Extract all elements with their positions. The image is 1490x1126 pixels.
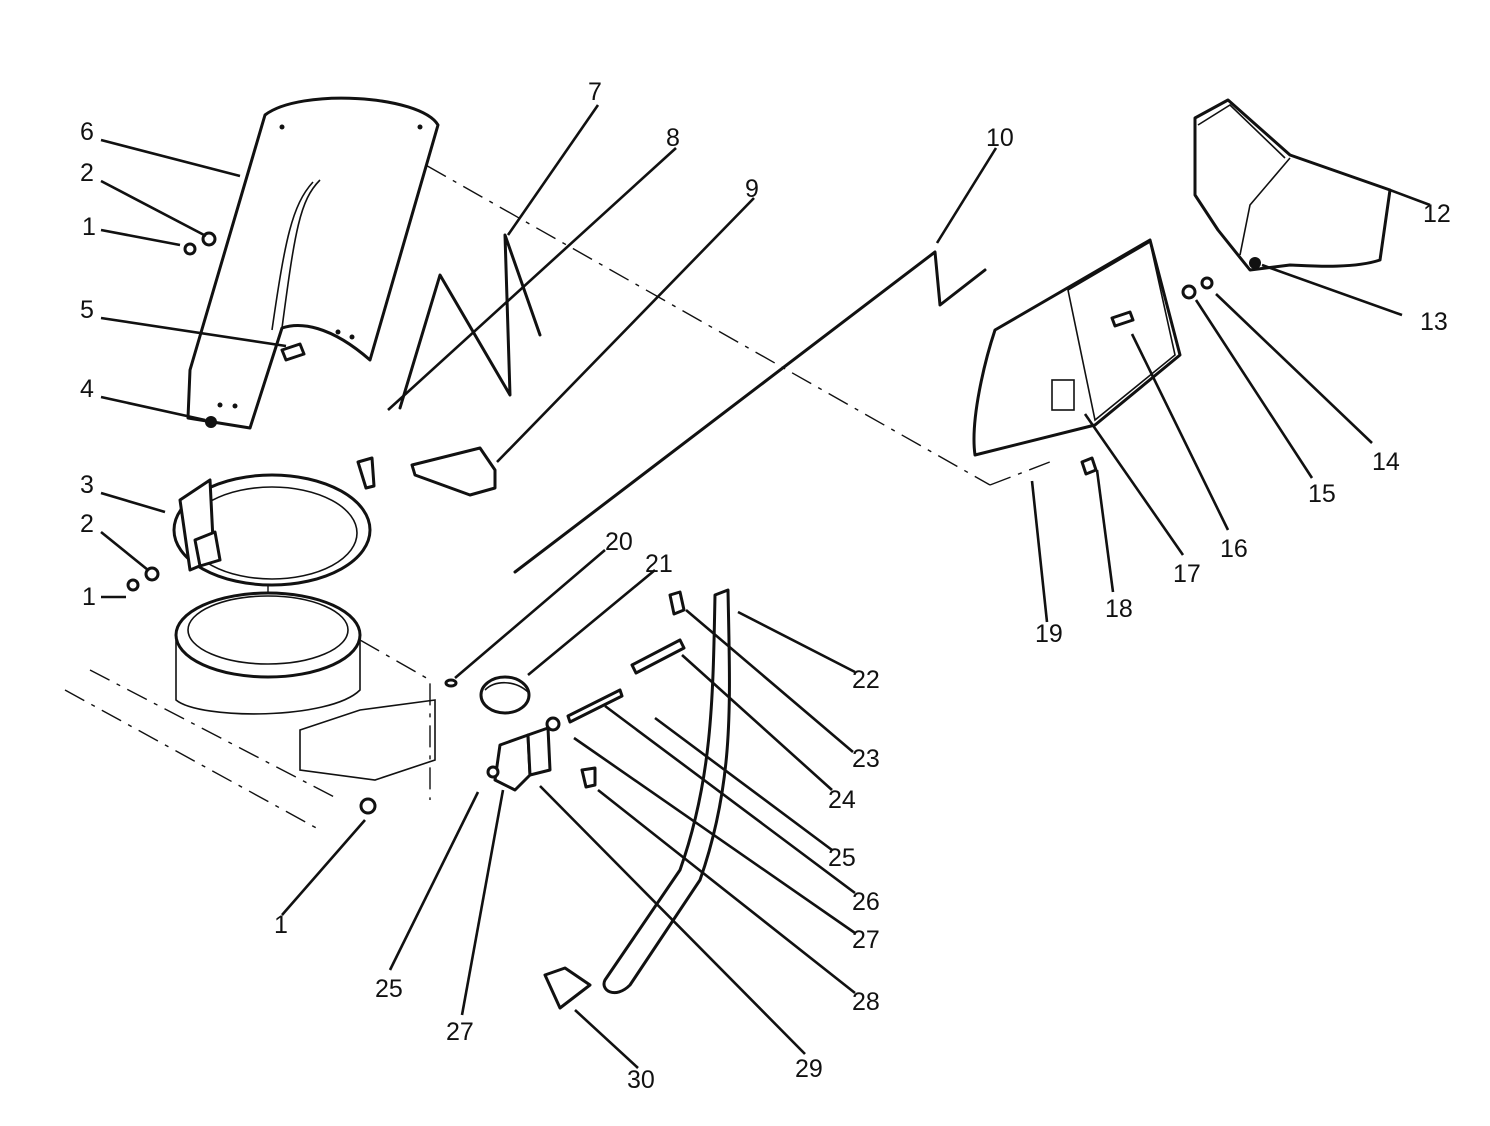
handle-boot-part — [479, 675, 531, 715]
screw-part-lower — [1080, 456, 1098, 476]
ring-part — [444, 678, 458, 688]
carriage-bolt-part — [280, 342, 306, 362]
washer-part — [1200, 276, 1214, 290]
callout-9: 9 — [745, 175, 759, 203]
deflector-spring-part — [398, 233, 542, 410]
callout-27: 27 — [852, 926, 880, 954]
callout-1-bottom: 1 — [274, 911, 288, 939]
grip-part — [543, 966, 592, 1010]
callout-29: 29 — [795, 1055, 823, 1083]
callout-20: 20 — [605, 528, 633, 556]
callout-13: 13 — [1420, 308, 1448, 336]
nut-part-mech — [545, 716, 561, 732]
callout-2-lower: 2 — [80, 510, 94, 538]
callout-6: 6 — [80, 118, 94, 146]
callout-3: 3 — [80, 471, 94, 499]
callout-30: 30 — [627, 1066, 655, 1094]
callout-15: 15 — [1308, 480, 1336, 508]
bracket-side — [526, 726, 552, 777]
pin-part — [566, 688, 624, 724]
callout-7: 7 — [588, 78, 602, 106]
flange-nut-part-right — [1249, 257, 1261, 269]
hex-nut-part-lower — [126, 578, 140, 592]
callout-labels: 6 2 1 5 4 3 2 1 7 8 9 10 12 13 14 15 16 … — [80, 78, 1451, 1094]
rod-pin-part — [630, 638, 686, 675]
callout-24: 24 — [828, 786, 856, 814]
washer-part-mech — [486, 765, 500, 779]
deflector-part — [972, 238, 1182, 457]
callout-4: 4 — [80, 375, 94, 403]
handle-part — [602, 588, 731, 995]
leader-lines — [100, 104, 1431, 1069]
callout-16: 16 — [1220, 535, 1248, 563]
callout-19: 19 — [1035, 620, 1063, 648]
callout-18: 18 — [1105, 595, 1133, 623]
callout-5: 5 — [80, 296, 94, 324]
boot-ribs — [484, 681, 529, 693]
bolt-part — [356, 456, 376, 490]
callout-23: 23 — [852, 745, 880, 773]
chute-part — [186, 96, 440, 430]
callout-17: 17 — [1173, 560, 1201, 588]
bracket-part-lower — [493, 733, 532, 792]
bracket-part — [410, 446, 497, 497]
bolt-part-mech — [580, 766, 597, 789]
callout-14: 14 — [1372, 448, 1400, 476]
lock-nut-part — [1181, 284, 1197, 300]
callout-26: 26 — [852, 888, 880, 916]
assembly-centerline-right — [989, 459, 1056, 486]
callout-27-bottom: 27 — [446, 1018, 474, 1046]
housing-part — [64, 591, 436, 831]
callout-25: 25 — [828, 844, 856, 872]
plug-part — [205, 416, 217, 428]
clip-part — [668, 590, 686, 616]
callout-21: 21 — [645, 550, 673, 578]
callout-1: 1 — [82, 213, 96, 241]
callout-12: 12 — [1423, 200, 1451, 228]
callout-22: 22 — [852, 666, 880, 694]
callout-8: 8 — [666, 124, 680, 152]
screw-part — [1110, 310, 1135, 328]
hex-nut-part — [183, 242, 197, 256]
callout-2: 2 — [80, 159, 94, 187]
callout-1-lower: 1 — [82, 583, 96, 611]
callout-28: 28 — [852, 988, 880, 1016]
control-rod-part — [513, 250, 987, 574]
callout-25-bottom: 25 — [375, 975, 403, 1003]
chute-deflector-part — [1193, 98, 1392, 272]
flange-nut-part-lower — [144, 566, 160, 582]
chute-ring-part — [172, 473, 372, 587]
callout-10: 10 — [986, 124, 1014, 152]
nut-part-housing — [359, 797, 377, 815]
